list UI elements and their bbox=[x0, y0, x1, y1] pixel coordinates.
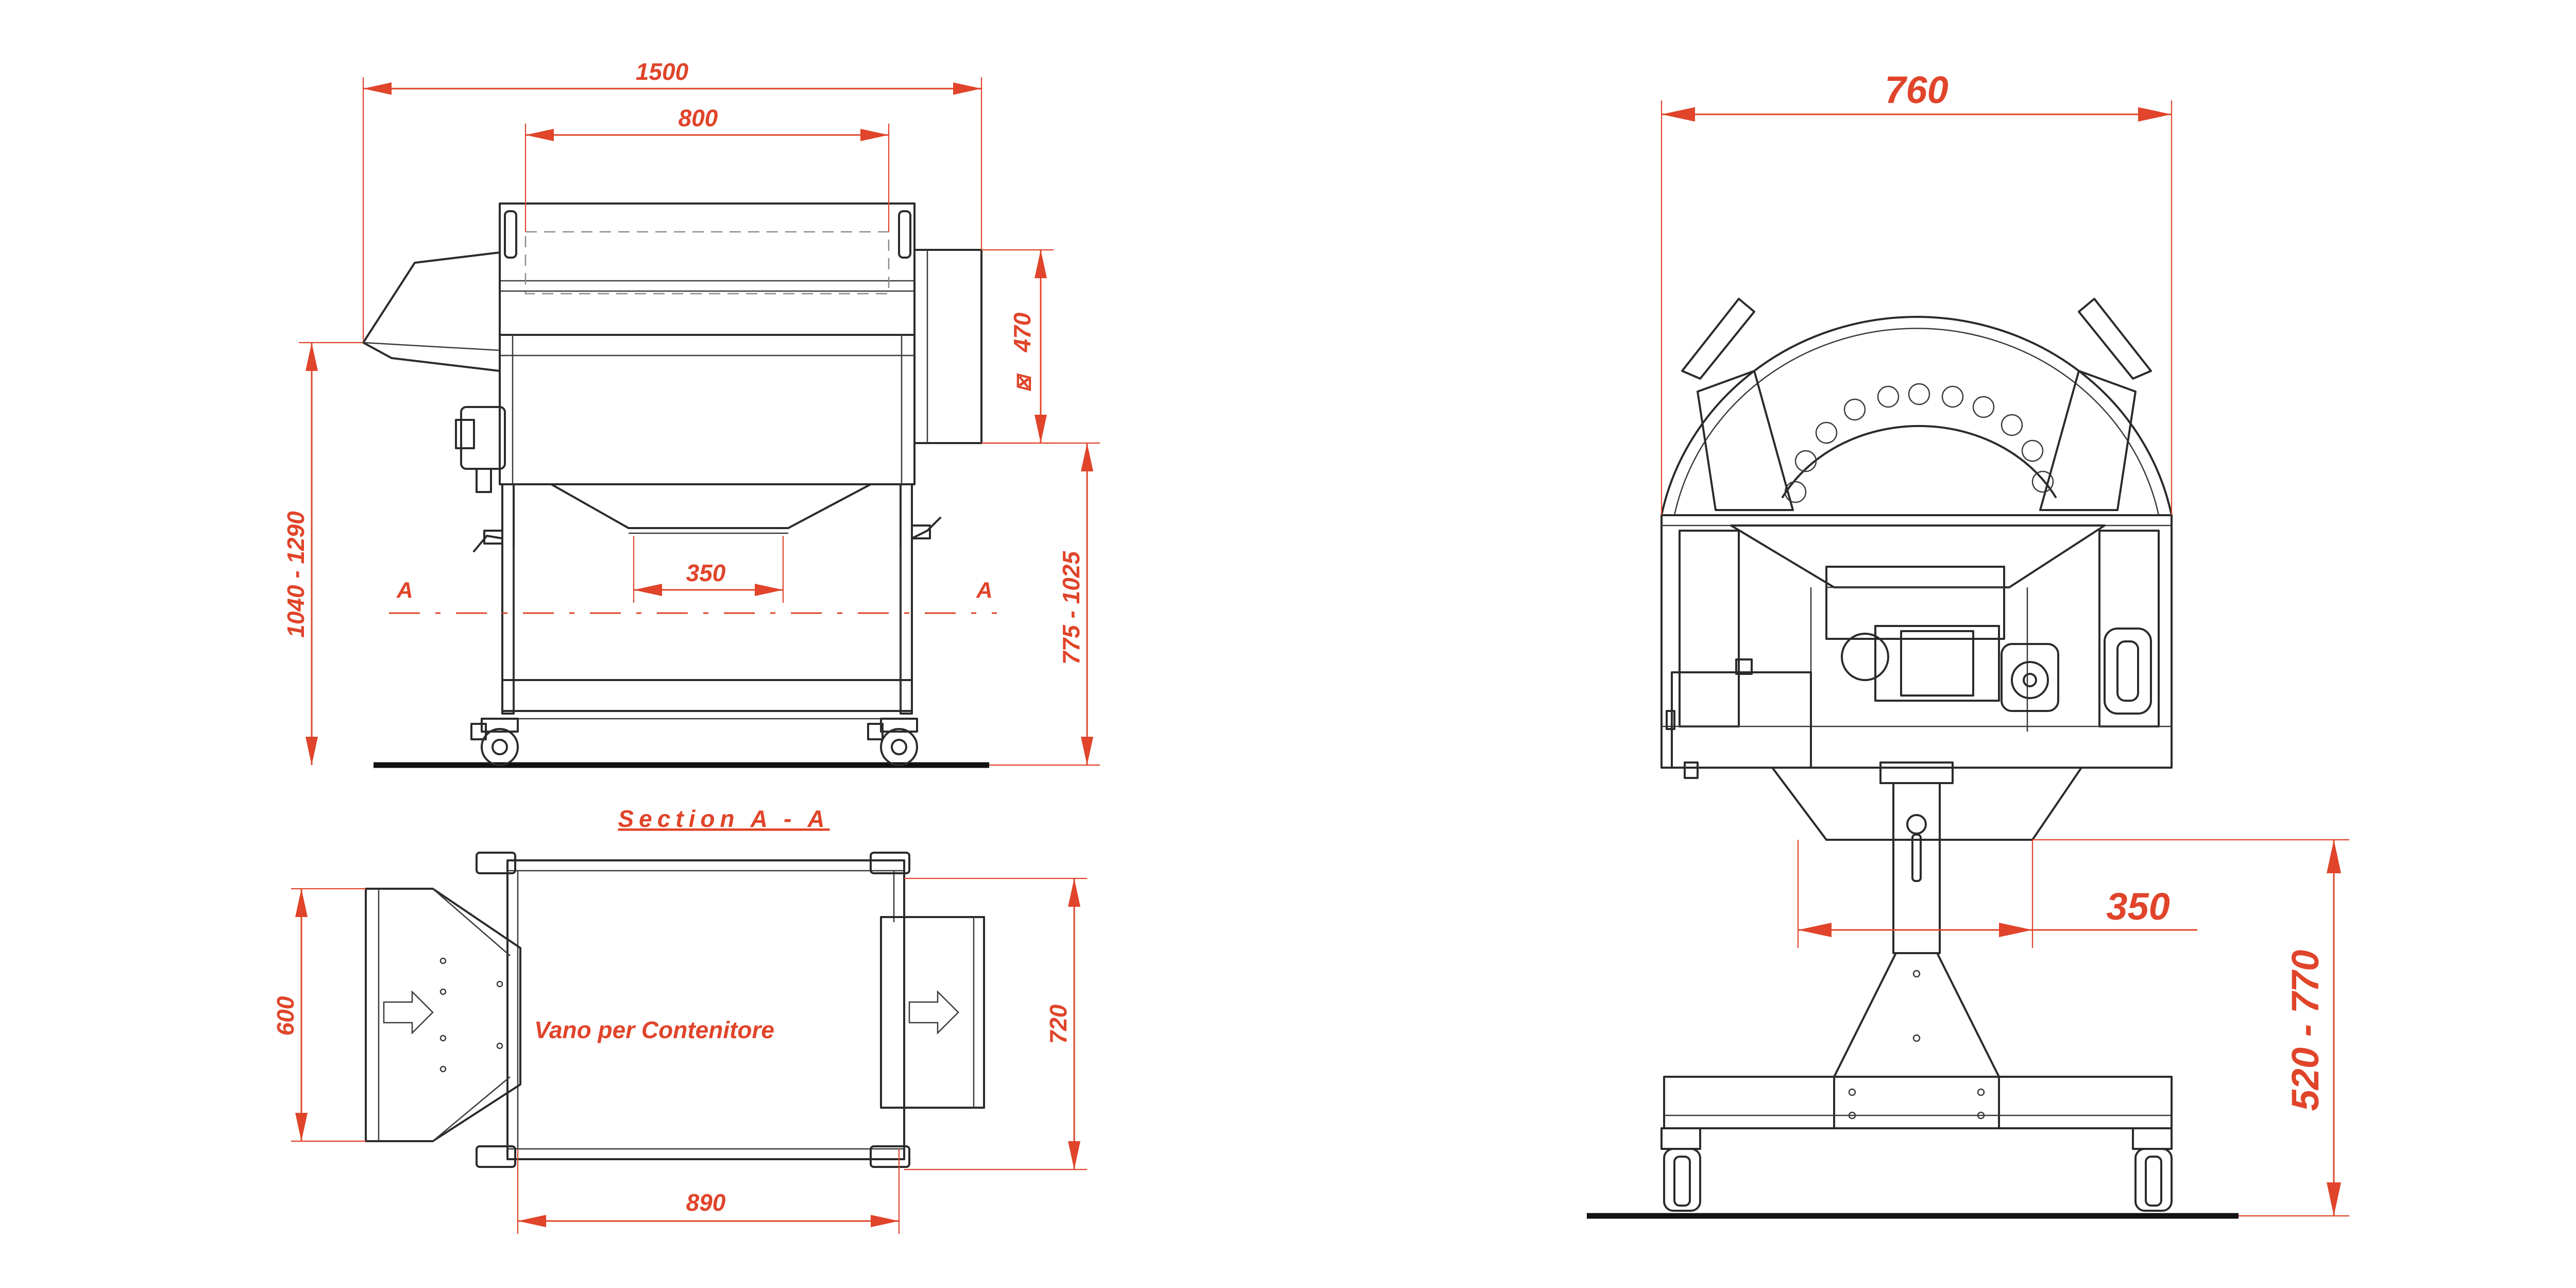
plan-outlet-box bbox=[880, 916, 985, 1109]
front-guard-left bbox=[1697, 370, 1794, 511]
dimension-470: 470 ⊠ bbox=[981, 249, 1054, 444]
front-lower-funnel bbox=[1771, 767, 2082, 841]
front-side-post-left bbox=[1679, 530, 1740, 727]
dimension-520-770: 520 - 770 bbox=[2032, 839, 2349, 1217]
side-main-body bbox=[499, 334, 916, 485]
section-mark-right: A bbox=[976, 578, 993, 603]
front-base-beam bbox=[1663, 1076, 2173, 1129]
dim-890-text: 890 bbox=[686, 1189, 726, 1216]
side-outlet-box bbox=[913, 249, 982, 444]
container-bay-label: Vano per Contenitore bbox=[534, 1016, 774, 1043]
front-hopper bbox=[1730, 524, 2106, 588]
plan-frame bbox=[506, 859, 905, 1160]
side-hopper bbox=[550, 483, 872, 529]
front-drum-blades bbox=[1784, 383, 2054, 503]
dimension-890: 890 bbox=[517, 1149, 900, 1234]
section-title: Section A - A bbox=[618, 805, 829, 832]
front-caster-left bbox=[1660, 1127, 1701, 1212]
front-base-plate bbox=[1833, 1076, 2000, 1129]
front-drum-inner-arc bbox=[1782, 425, 2057, 498]
plan-inlet-hopper bbox=[365, 888, 521, 1142]
side-inlet-chute bbox=[362, 251, 501, 372]
front-drum-outer-arc bbox=[1660, 316, 2173, 516]
front-reducer bbox=[2001, 643, 2059, 712]
front-motor bbox=[1874, 625, 2000, 702]
plan-flow-arrow-right bbox=[908, 990, 959, 1035]
dim-800-text: 800 bbox=[679, 105, 718, 131]
dim-520-770-text: 520 - 770 bbox=[2284, 950, 2327, 1111]
dimension-800: 800 bbox=[524, 105, 890, 232]
side-caster-right bbox=[867, 718, 918, 766]
front-column bbox=[1892, 782, 1941, 954]
front-caster-right bbox=[2132, 1127, 2173, 1212]
side-drum-housing bbox=[499, 202, 916, 336]
side-drum-hidden bbox=[524, 231, 890, 295]
dimension-350-side: 350 bbox=[633, 536, 784, 603]
side-lower-shelf bbox=[501, 679, 913, 712]
front-side-wheel bbox=[2104, 628, 2152, 715]
front-handle-right bbox=[2078, 298, 2152, 380]
section-a-a-view: Section A - A Vano per Contenitore bbox=[272, 805, 1087, 1234]
dim-470-text: 470 bbox=[1009, 312, 1036, 352]
dimension-350-front: 350 bbox=[1797, 840, 2197, 948]
dim-600-text: 600 bbox=[272, 996, 299, 1036]
side-motor bbox=[460, 406, 506, 470]
dim-720-text: 720 bbox=[1045, 1004, 1072, 1044]
front-base-bracket bbox=[1833, 952, 2000, 1078]
dimension-600: 600 bbox=[272, 888, 366, 1142]
dim-775-1025-text: 775 - 1025 bbox=[1058, 551, 1084, 665]
front-elevation-view: 760 350 520 - 770 bbox=[1587, 69, 2349, 1219]
dim-350-side-text: 350 bbox=[686, 560, 726, 586]
dim-760-text: 760 bbox=[1885, 69, 1948, 111]
dimension-775-1025: 775 - 1025 bbox=[981, 442, 1100, 766]
dim-1500-text: 1500 bbox=[636, 58, 689, 85]
side-caster-left bbox=[470, 718, 519, 766]
dimension-1040-1290: 1040 - 1290 bbox=[282, 342, 363, 765]
dim-350-front-text: 350 bbox=[2106, 885, 2170, 928]
front-control-box bbox=[1671, 671, 1812, 769]
dimension-1500: 1500 bbox=[362, 58, 982, 340]
dimension-720: 720 bbox=[904, 877, 1087, 1171]
square-symbol: ⊠ bbox=[1012, 373, 1035, 393]
front-handle-left bbox=[1681, 298, 1755, 380]
section-mark-left: A bbox=[396, 578, 413, 603]
plan-flow-arrow-left bbox=[383, 990, 434, 1035]
front-guard-right bbox=[2039, 370, 2137, 511]
front-gearbox bbox=[1825, 566, 2005, 640]
dim-1040-1290-text: 1040 - 1290 bbox=[282, 511, 309, 638]
front-column-collar bbox=[1879, 761, 1954, 784]
dimension-760: 760 bbox=[1660, 69, 2173, 515]
side-elevation-view: A A 1500 800 470 ⊠ bbox=[282, 58, 1100, 768]
